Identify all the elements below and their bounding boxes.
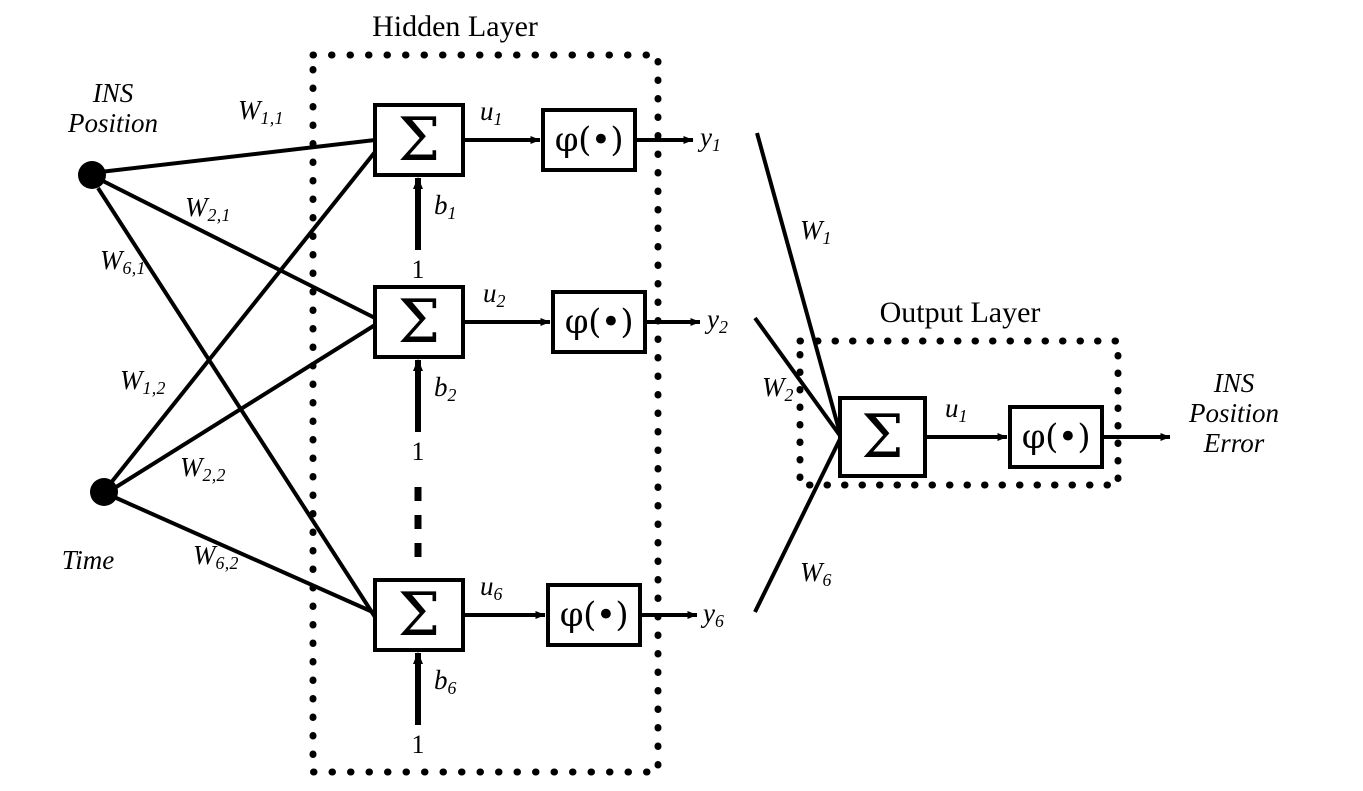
input-node-ins-position	[78, 161, 106, 189]
hidden-sum-symbol-2: Σ	[397, 287, 441, 357]
synapse-h2-out	[753, 316, 843, 439]
hidden-activation-box-1	[541, 108, 637, 172]
input-label-time-line1: Time	[61, 545, 115, 575]
synapse-in1-h1	[99, 138, 376, 174]
hidden-bias-label-1-sub: 1	[447, 202, 457, 223]
synapse-in1-h6	[96, 186, 377, 619]
hidden-bias-label-6-sub: 6	[447, 677, 457, 698]
hidden-bias-label-1: b1	[434, 190, 457, 223]
output-weight-label-w2-sub: 2	[784, 384, 794, 405]
input-label-ins-position-line2: Position	[67, 108, 159, 139]
hidden-bias-label-6: b6	[434, 665, 457, 698]
weight-label-w12: W1,2	[120, 365, 166, 398]
hidden-bias-source-2: 1	[411, 437, 425, 466]
output-label-ins-position-error: INS Position Error	[1189, 368, 1279, 459]
input-node-time	[90, 478, 118, 506]
hidden-sum-symbol-1: Σ	[397, 105, 441, 175]
output-weight-label-w6-sub: 6	[822, 569, 832, 590]
hidden-sum-symbol-6: Σ	[397, 580, 441, 650]
hidden-output-label-1: y1	[700, 122, 722, 155]
weight-label-w61-sub: 6,1	[122, 257, 146, 278]
weight-label-w62-sub: 6,2	[215, 552, 239, 573]
output-sum-symbol: Σ	[861, 402, 904, 472]
output-weight-label-w1: W1	[800, 215, 832, 248]
hidden-output-label-6-sub: 6	[714, 610, 725, 631]
weight-label-w12-sub: 1,2	[142, 377, 166, 398]
weight-label-w61: W6,1	[100, 245, 146, 278]
hidden-activation-box-6	[546, 583, 642, 647]
synapse-h6-out	[753, 436, 843, 613]
hidden-bias-label-2: b2	[434, 372, 457, 405]
hidden-activation-box-2	[551, 290, 647, 354]
hidden-bias-source-6: 1	[411, 730, 425, 759]
synapse-in1-h2	[100, 178, 376, 320]
hidden-layer-title: Hidden Layer	[372, 10, 538, 43]
hidden-output-label-1-sub: 1	[711, 134, 722, 155]
output-layer-title: Output Layer	[879, 296, 1041, 329]
synapse-in2-h1	[108, 150, 377, 486]
hidden-net-label-1-sub: 1	[493, 108, 503, 129]
output-label-line1: INS	[1213, 368, 1255, 398]
hidden-activation-symbol-1: φ(•)	[554, 120, 624, 160]
weight-label-w11: W1,1	[238, 95, 284, 128]
hidden-net-label-6: u6	[480, 571, 503, 604]
input-label-ins-position: INS Position	[68, 78, 158, 138]
hidden-net-label-2: u2	[483, 278, 506, 311]
output-net-label-sub: 1	[958, 405, 968, 426]
hidden-output-label-2-sub: 2	[718, 316, 729, 337]
weight-label-w21-sub: 2,1	[207, 204, 231, 225]
synapse-h1-out	[755, 132, 843, 438]
output-label-line3: Error	[1203, 428, 1265, 459]
hidden-sum-box-2	[373, 285, 465, 359]
hidden-net-label-2-sub: 2	[496, 290, 506, 311]
input-label-ins-position-line1: INS	[92, 78, 134, 108]
output-net-label: u1	[945, 393, 968, 426]
input-label-time: Time	[62, 545, 115, 575]
output-activation-box	[1008, 405, 1104, 469]
weight-label-w22-sub: 2,2	[202, 464, 226, 485]
synapse-in2-h2	[111, 323, 377, 491]
hidden-net-label-6-sub: 6	[493, 583, 503, 604]
output-weight-label-w1-sub: 1	[822, 227, 832, 248]
output-activation-symbol: φ(•)	[1021, 417, 1091, 457]
output-layer-boundary	[796, 337, 1122, 489]
output-weight-label-w6: W6	[800, 557, 832, 590]
output-label-line2: Position	[1188, 398, 1280, 429]
weight-label-w11-sub: 1,1	[260, 107, 284, 128]
hidden-activation-symbol-2: φ(•)	[564, 302, 634, 342]
hidden-output-label-6: y6	[703, 598, 725, 631]
hidden-layer-boundary	[309, 51, 662, 776]
weight-label-w62: W6,2	[193, 540, 239, 573]
output-weight-label-w2: W2	[762, 372, 794, 405]
weight-label-w22: W2,2	[180, 452, 226, 485]
hidden-net-label-1: u1	[480, 96, 503, 129]
hidden-sum-box-6	[373, 578, 465, 652]
weight-label-w21: W2,1	[185, 192, 231, 225]
hidden-activation-symbol-6: φ(•)	[559, 595, 629, 635]
hidden-bias-label-2-sub: 2	[447, 384, 457, 405]
synapse-in2-h6	[113, 495, 376, 615]
output-sum-box	[838, 396, 927, 478]
hidden-output-label-2: y2	[707, 304, 729, 337]
hidden-bias-source-1: 1	[411, 255, 425, 284]
